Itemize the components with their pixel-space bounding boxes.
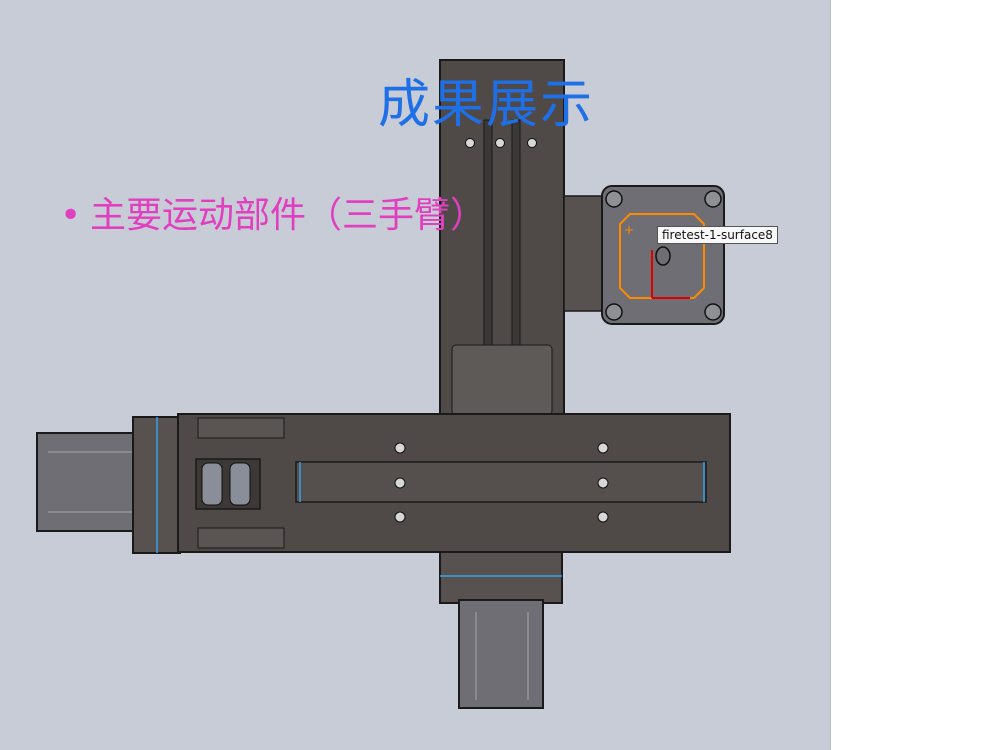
stepper-motor-bottom[interactable] [439,547,563,709]
svg-text:+: + [624,223,634,237]
bullet-text: 主要运动部件（三手臂） [90,195,487,236]
slide-title: 成果展示 [378,75,595,135]
surface-tooltip: firetest-1-surface8 [657,226,778,244]
selected-surface-outline [619,213,705,299]
horizontal-arm[interactable] [177,413,731,553]
cad-model-drawing[interactable]: + [0,0,830,750]
vertical-arm[interactable] [439,59,565,416]
motor-coupling [563,195,603,312]
cad-viewport[interactable]: + [0,0,831,750]
stepper-motor-top[interactable]: + [601,185,725,325]
bullet-item: •主要运动部件（三手臂） [60,186,486,238]
bullet-marker: • [60,195,82,236]
stepper-motor-left[interactable] [36,416,181,554]
